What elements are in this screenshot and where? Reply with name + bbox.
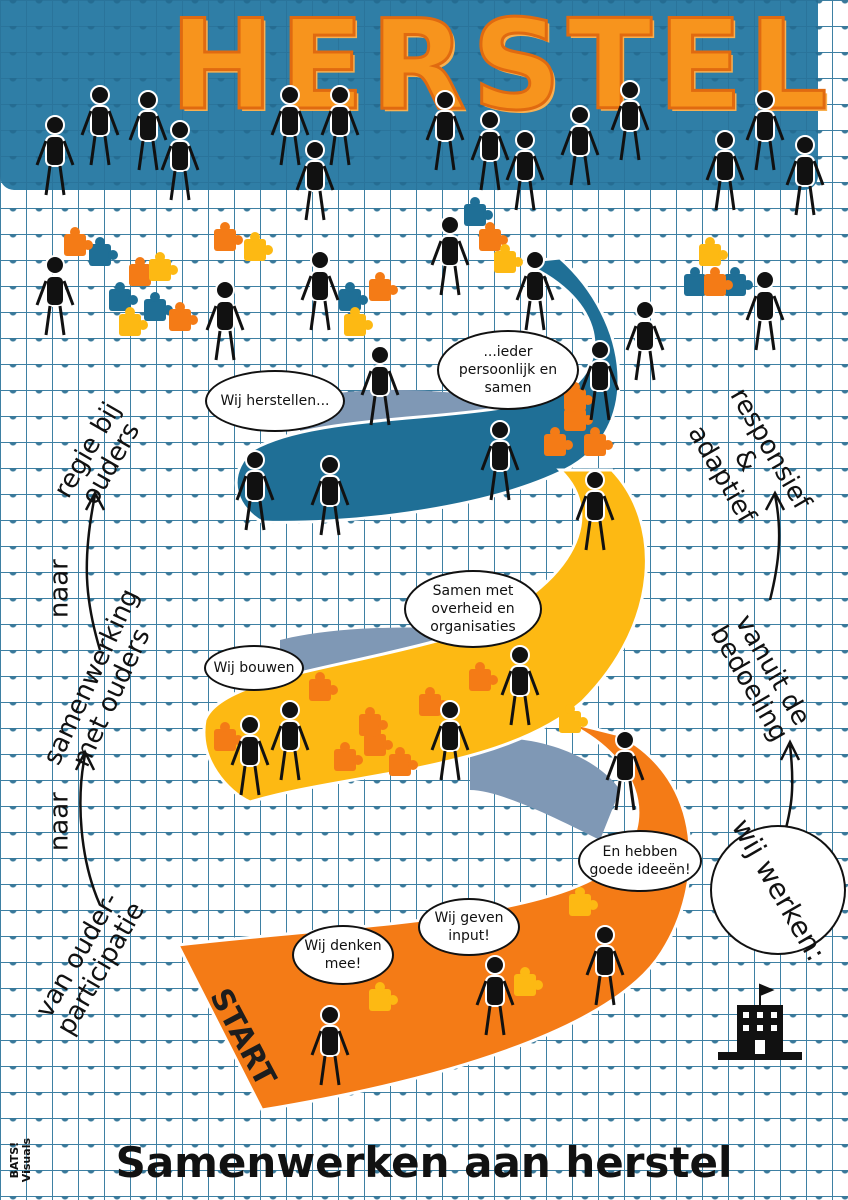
spiral-shadow (470, 738, 620, 840)
speech-bubble-ieder: ...ieder persoonlijk en samen (437, 330, 579, 410)
label-naar-2: naar (44, 792, 75, 852)
speech-bubble-wij-herstellen: Wij herstellen... (205, 370, 345, 432)
label-naar-1: naar (44, 559, 75, 619)
building-icon (718, 983, 802, 1060)
speech-bubble-wij-bouwen: Wij bouwen (204, 645, 304, 691)
page-title: Samenwerken aan herstel (115, 1138, 733, 1187)
progress-arrows (74, 490, 801, 906)
speech-bubble-denken-mee: Wij denken mee! (292, 925, 394, 985)
banner-people (35, 79, 825, 222)
speech-bubble-samen-met: Samen met overheid en organisaties (404, 570, 542, 648)
speech-bubble-wij-werken: wij werken: (710, 813, 846, 967)
bats-visuals-logo: BATS! Visuals (7, 1137, 33, 1183)
speech-bubble-goede-ideeen: En hebben goede ideeën! (578, 830, 702, 892)
speech-bubble-input: Wij geven input! (418, 898, 520, 956)
